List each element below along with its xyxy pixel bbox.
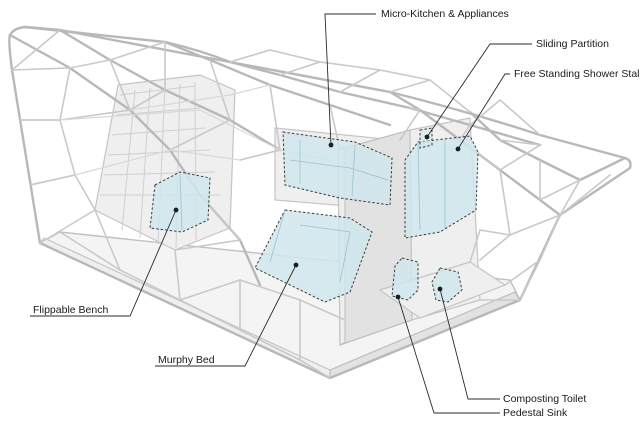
label-micro-kitchen: Micro-Kitchen & Appliances	[381, 8, 509, 20]
zone-murphy-bed	[254, 209, 373, 303]
zone-pedestal-sink	[391, 257, 419, 301]
leader-pedestal-sink	[397, 296, 500, 414]
dot-composting-toilet	[437, 286, 443, 292]
label-murphy-bed: Murphy Bed	[158, 354, 215, 366]
dot-sliding-partition	[424, 134, 430, 140]
leader-murphy-bed	[155, 264, 297, 367]
zone-micro-kitchen	[282, 131, 393, 206]
label-sliding-partition: Sliding Partition	[536, 38, 609, 50]
zone-shower-stall	[404, 135, 479, 239]
leader-micro-kitchen	[324, 13, 376, 146]
label-flippable-bench: Flippable Bench	[33, 304, 108, 316]
leader-lines	[30, 13, 532, 414]
leader-shower-stall	[457, 73, 510, 150]
dot-shower-stall	[455, 146, 461, 152]
label-composting-toilet: Composting Toilet	[503, 393, 586, 405]
zone-flippable-bench	[149, 171, 211, 233]
frame-structure	[8, 25, 632, 380]
leader-composting-toilet	[439, 288, 500, 400]
leader-flippable-bench	[30, 209, 177, 317]
dot-flippable-bench	[173, 207, 179, 213]
leader-dots	[173, 134, 461, 300]
label-shower-stall: Free Standing Shower Stall	[514, 68, 640, 80]
label-pedestal-sink: Pedestal Sink	[503, 407, 568, 419]
labels: Micro-Kitchen & Appliances Sliding Parti…	[33, 8, 640, 419]
dot-murphy-bed	[293, 262, 299, 268]
leader-sliding-partition	[426, 43, 532, 138]
dot-micro-kitchen	[328, 142, 334, 148]
zone-composting-toilet	[431, 267, 463, 303]
dot-pedestal-sink	[395, 294, 401, 300]
